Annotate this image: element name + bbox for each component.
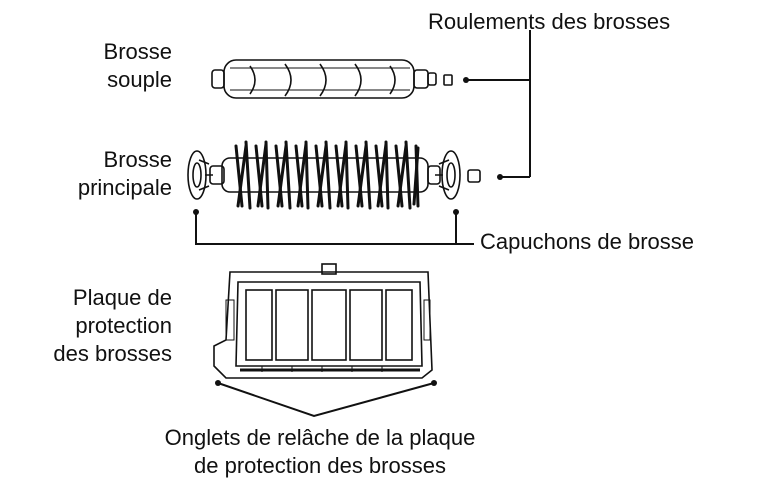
label-onglets-line1: Onglets de relâche de la plaque: [164, 425, 476, 450]
brush-caps: [187, 150, 461, 200]
label-capuchons: Capuchons de brosse: [480, 229, 695, 254]
label-plaque-line1: Plaque de: [72, 285, 172, 310]
label-brosse-principale-line1: Brosse: [103, 147, 172, 172]
label-plaque-line2: protection: [75, 313, 172, 338]
label-roulements: Roulements des brosses: [428, 9, 671, 34]
label-brosse-principale-line2: principale: [77, 175, 172, 200]
label-onglets-line2: de protection des brosses: [194, 453, 446, 478]
label-plaque: Plaque de protection des brosses: [10, 284, 172, 368]
main-brush: [209, 140, 481, 210]
label-brosse-souple-line1: Brosse: [103, 39, 172, 64]
label-plaque-line3: des brosses: [53, 341, 172, 366]
leader-lines: [195, 30, 531, 418]
label-brosse-souple: Brosse souple: [60, 38, 172, 94]
label-onglets: Onglets de relâche de la plaque de prote…: [60, 424, 580, 480]
soft-brush: [211, 59, 453, 99]
leader-dots: [193, 77, 503, 386]
label-brosse-principale: Brosse principale: [20, 146, 172, 202]
guard-plate: [213, 263, 433, 379]
label-brosse-souple-line2: souple: [107, 67, 172, 92]
